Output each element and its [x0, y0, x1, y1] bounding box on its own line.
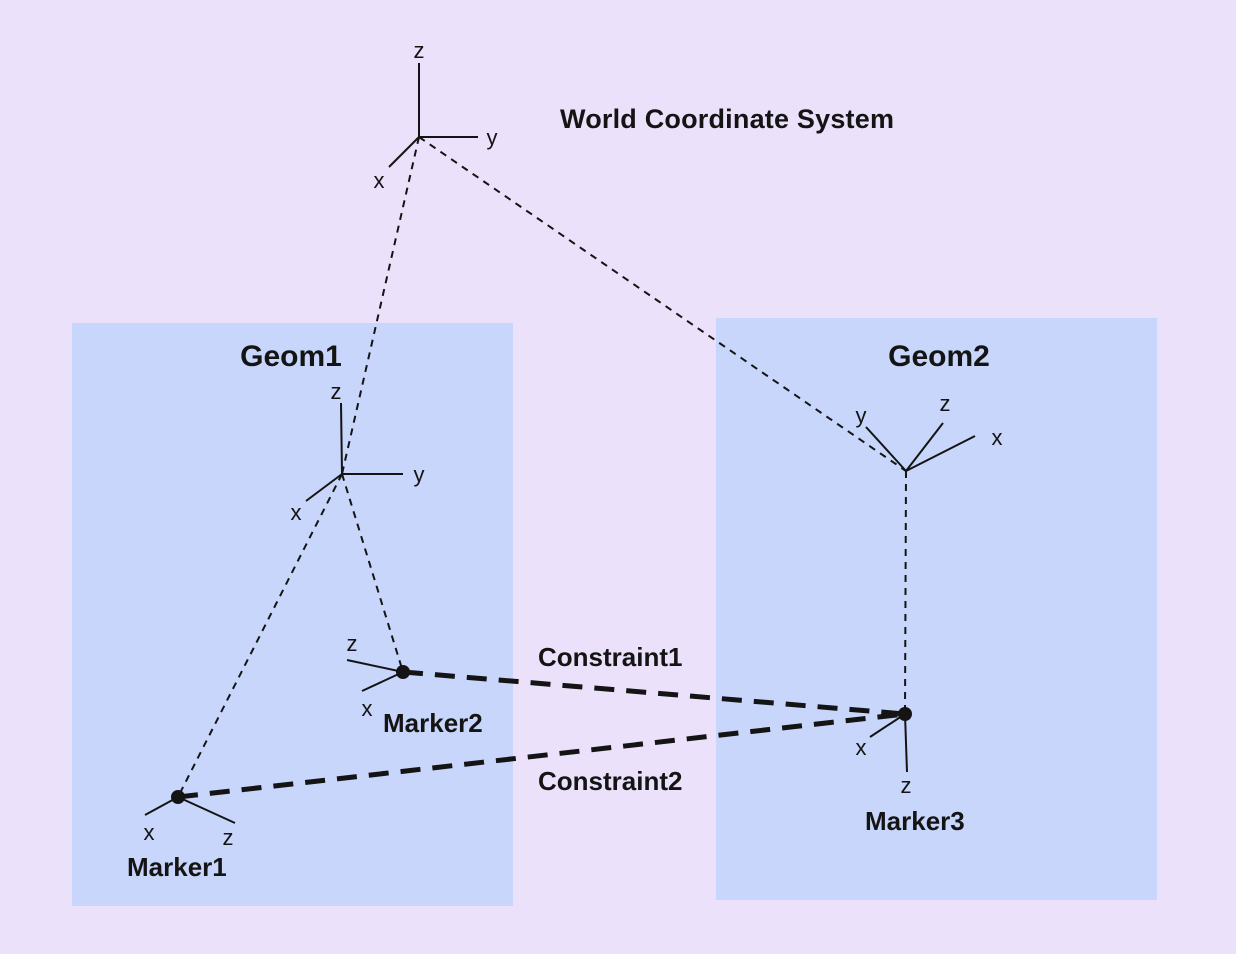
world-z-label: z — [414, 38, 425, 63]
marker3-z-axis — [904, 713, 908, 773]
geom2-z-axis — [905, 422, 944, 472]
world-y-label: y — [487, 125, 498, 150]
marker2-z-axis — [346, 659, 404, 673]
constraint1-label: Constraint1 — [538, 642, 682, 672]
link-geom1-to-marker1 — [177, 473, 343, 798]
marker1-title: Marker1 — [127, 852, 227, 882]
link-world-to-geom1 — [341, 136, 420, 475]
geom1-y-label: y — [414, 462, 425, 487]
world-frame: z y x World Coordinate System — [374, 38, 894, 193]
world-title: World Coordinate System — [560, 104, 894, 134]
marker1-z-label: z — [223, 825, 234, 850]
marker3-title: Marker3 — [865, 806, 965, 836]
marker1-x-label: x — [144, 820, 155, 845]
marker2-title: Marker2 — [383, 708, 483, 738]
geom2-title: Geom2 — [888, 340, 990, 373]
geom1-panel — [72, 323, 513, 906]
geom2-x-axis — [905, 435, 976, 472]
world-x-axis — [388, 136, 420, 168]
geom1-x-axis — [305, 473, 343, 502]
marker1-frame: x z Marker1 — [127, 790, 236, 882]
world-x-label: x — [374, 168, 385, 193]
geom2-x-label: x — [992, 425, 1003, 450]
geom2-panel — [716, 318, 1157, 900]
marker3-frame: x z Marker3 — [856, 707, 965, 836]
geom2-frame: y z x Geom2 — [856, 340, 1003, 472]
marker2-z-label: z — [347, 631, 358, 656]
marker2-x-label: x — [362, 696, 373, 721]
link-geom2-to-marker3 — [904, 470, 907, 715]
geom1-z-axis — [340, 402, 343, 475]
marker3-z-label: z — [901, 773, 912, 798]
geom2-z-label: z — [940, 391, 951, 416]
geom1-frame: z y x Geom1 — [240, 340, 424, 525]
marker1-z-axis — [177, 796, 236, 824]
geom2-y-label: y — [856, 403, 867, 428]
link-geom1-to-marker2 — [341, 473, 404, 673]
constraint1-line — [402, 669, 906, 717]
marker3-dot — [898, 707, 912, 721]
geom1-x-label: x — [291, 500, 302, 525]
geom1-z-label: z — [331, 379, 342, 404]
marker2-dot — [396, 665, 410, 679]
constraint2-label: Constraint2 — [538, 766, 682, 796]
geom1-title: Geom1 — [240, 340, 342, 373]
marker2-x-axis — [361, 671, 404, 692]
marker2-frame: z x Marker2 — [347, 631, 483, 738]
marker3-x-label: x — [856, 735, 867, 760]
constraint2-line — [177, 711, 906, 800]
geom2-y-axis — [865, 426, 907, 472]
marker1-dot — [171, 790, 185, 804]
